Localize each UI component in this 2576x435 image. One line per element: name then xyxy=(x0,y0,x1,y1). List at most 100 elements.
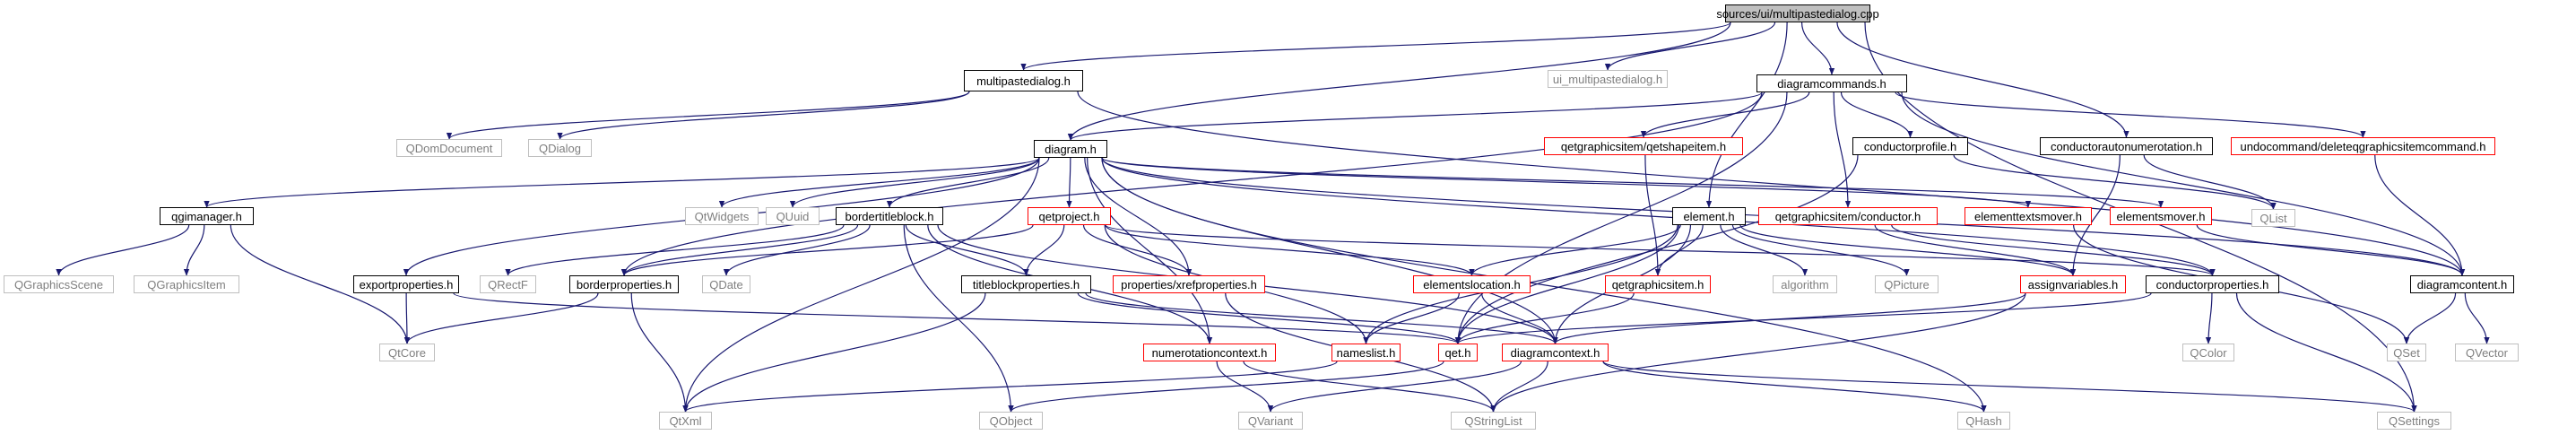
edge-root-to-diagcmd xyxy=(1800,22,1835,75)
graph-node-numctx[interactable]: numerotationcontext.h xyxy=(1143,344,1276,361)
graph-node-mpd-h[interactable]: multipastedialog.h xyxy=(964,70,1083,91)
edge-undodel-to-diagcontent xyxy=(2374,154,2466,276)
graph-node-diagcmd[interactable]: diagramcommands.h xyxy=(1756,74,1907,92)
edge-assignvars-to-diagctx xyxy=(1552,292,2026,344)
graph-node-elloc[interactable]: elementslocation.h xyxy=(1413,275,1531,293)
graph-node-qobject: QObject xyxy=(979,412,1043,430)
edge-qetgitem-to-qet-h xyxy=(1454,292,1635,344)
edge-qet-h-to-qobject xyxy=(1008,361,1444,413)
edge-btb-to-qdate xyxy=(723,224,871,276)
graph-node-tbprops[interactable]: titleblockproperties.h xyxy=(961,275,1091,293)
edge-qetproj-to-tbprops xyxy=(1023,224,1065,276)
edge-root-to-diagram-h xyxy=(1067,22,1731,141)
graph-node-diagcontent[interactable]: diagramcontent.h xyxy=(2410,275,2514,293)
edge-element-h-to-qetgitem xyxy=(1654,224,1704,276)
edge-diagctx-to-qhash xyxy=(1602,361,1987,413)
edge-diagram-h-to-eltxtmover xyxy=(1101,157,2031,208)
graph-node-nameslist[interactable]: nameslist.h xyxy=(1331,344,1401,361)
edge-condprof-to-qet-h xyxy=(1454,154,1859,344)
edge-qetproj-to-elloc xyxy=(1105,224,1475,276)
graph-node-qlist: QList xyxy=(2251,209,2295,227)
graph-node-assignvars[interactable]: assignvariables.h xyxy=(2020,275,2126,293)
edge-condprops-to-qcolor xyxy=(2205,292,2213,344)
edge-root-to-ui-mpd xyxy=(1604,22,1776,71)
edge-element-h-to-elloc xyxy=(1469,224,1681,276)
graph-node-qgimgr[interactable]: qgimanager.h xyxy=(160,207,254,225)
graph-node-qetshape[interactable]: qetgraphicsitem/qetshapeitem.h xyxy=(1544,137,1743,155)
graph-node-btb[interactable]: bordertitleblock.h xyxy=(836,207,943,225)
edge-elmover-to-diagcontent xyxy=(2196,224,2466,276)
graph-node-diagctx[interactable]: diagramcontext.h xyxy=(1502,344,1609,361)
graph-node-diagram-h[interactable]: diagram.h xyxy=(1034,140,1107,158)
graph-node-qet-h[interactable]: qet.h xyxy=(1438,344,1478,361)
graph-node-qtwidgets: QtWidgets xyxy=(685,207,759,225)
edge-diagctx-to-qvariant xyxy=(1267,361,1522,413)
edge-diagcontent-to-qvector xyxy=(2464,292,2490,344)
edge-qetproj-to-condprops xyxy=(1105,224,2216,276)
edge-mpd-h-to-qdialog xyxy=(557,91,970,140)
graph-node-qpicture: QPicture xyxy=(1875,275,1939,293)
edge-elloc-to-diagctx xyxy=(1481,292,1558,344)
edge-qgimgr-to-qgitem xyxy=(183,224,205,276)
edge-element-h-to-qet-h xyxy=(1454,224,1679,344)
edge-numctx-to-qstringlist xyxy=(1243,361,1496,413)
edge-diagctx-to-qsettings xyxy=(1602,361,2417,413)
edge-tbprops-to-diagctx xyxy=(1085,292,1558,344)
edge-root-to-element-h xyxy=(1705,22,1788,208)
edge-diagcmd-to-borderprops xyxy=(620,91,1763,276)
graph-node-qvector: QVector xyxy=(2455,344,2519,361)
graph-node-element-h[interactable]: element.h xyxy=(1672,207,1746,225)
edge-btb-to-tbprops xyxy=(905,224,1029,276)
edge-diagram-h-to-qgimgr xyxy=(204,157,1040,208)
edge-cautonum-to-assignvars xyxy=(2069,154,2121,276)
graph-node-algorithm: algorithm xyxy=(1773,275,1837,293)
graph-node-qgitem: QGraphicsItem xyxy=(134,275,239,293)
graph-node-elmover[interactable]: elementsmover.h xyxy=(2110,207,2212,225)
graph-node-qdialog: QDialog xyxy=(528,139,592,157)
edge-btb-to-borderprops xyxy=(620,224,859,276)
edge-diagram-h-to-quuid xyxy=(789,157,1040,208)
graph-node-qetproj[interactable]: qetproject.h xyxy=(1028,207,1111,225)
graph-node-qgconductor[interactable]: qetgraphicsitem/conductor.h xyxy=(1758,207,1938,225)
graph-node-exportprops[interactable]: exportproperties.h xyxy=(353,275,459,293)
edge-root-to-cautonum xyxy=(1836,22,2129,138)
edge-element-h-to-algorithm xyxy=(1720,224,1808,276)
graph-node-quuid: QUuid xyxy=(766,207,820,225)
edge-condprof-to-qlist xyxy=(1953,154,2277,210)
graph-node-qrectf: QRectF xyxy=(480,275,536,293)
edge-root-to-mpd-h xyxy=(1020,22,1731,71)
graph-node-cautonum[interactable]: conductorautonumerotation.h xyxy=(2040,137,2213,155)
edge-btb-to-qrectf xyxy=(505,224,845,276)
edge-qgimgr-to-qgscene xyxy=(56,224,190,276)
graph-node-qtcore: QtCore xyxy=(379,344,435,361)
graph-node-undodel[interactable]: undocommand/deleteqgraphicsitemcommand.h xyxy=(2231,137,2495,155)
edge-diagcontent-to-qset xyxy=(2403,292,2457,344)
edge-qgimgr-to-qtcore xyxy=(230,224,411,344)
edge-tbprops-to-qxml xyxy=(682,292,986,413)
graph-node-condprof[interactable]: conductorprofile.h xyxy=(1852,137,1968,155)
graph-node-qsettings: QSettings xyxy=(2377,412,2451,430)
edge-qetproj-to-xrefprops xyxy=(1082,224,1193,276)
graph-node-eltxtmover[interactable]: elementtextsmover.h xyxy=(1965,207,2092,225)
edge-diagram-h-to-qhash xyxy=(1101,157,1987,413)
edge-nameslist-to-qxml xyxy=(682,361,1338,413)
edge-borderprops-to-qtcore xyxy=(403,292,599,344)
edge-mpd-h-to-diagcontent xyxy=(1077,91,2466,276)
edge-cautonum-to-qlist xyxy=(2143,154,2277,210)
graph-node-qset: QSet xyxy=(2387,344,2426,361)
edge-diagctx-to-qstringlist xyxy=(1490,361,1548,413)
edge-diagram-h-to-qetproj xyxy=(1066,157,1072,208)
graph-node-borderprops[interactable]: borderproperties.h xyxy=(569,275,679,293)
graph-node-qgscene: QGraphicsScene xyxy=(4,275,114,293)
edge-element-h-to-qpicture xyxy=(1731,224,1910,276)
graph-node-xrefprops[interactable]: properties/xrefproperties.h xyxy=(1113,275,1265,293)
edge-borderprops-to-qxml xyxy=(630,292,689,413)
graph-node-condprops[interactable]: conductorproperties.h xyxy=(2146,275,2279,293)
graph-node-qdomdoc: QDomDocument xyxy=(396,139,502,157)
graph-node-qetgitem[interactable]: qetgraphicsitem.h xyxy=(1605,275,1711,293)
edge-qgconductor-to-condprops xyxy=(1891,224,2216,276)
edge-diagram-h-to-qxml xyxy=(682,157,1040,413)
edge-diagram-h-to-btb xyxy=(886,157,1050,208)
graph-node-qcolor: QColor xyxy=(2182,344,2234,361)
